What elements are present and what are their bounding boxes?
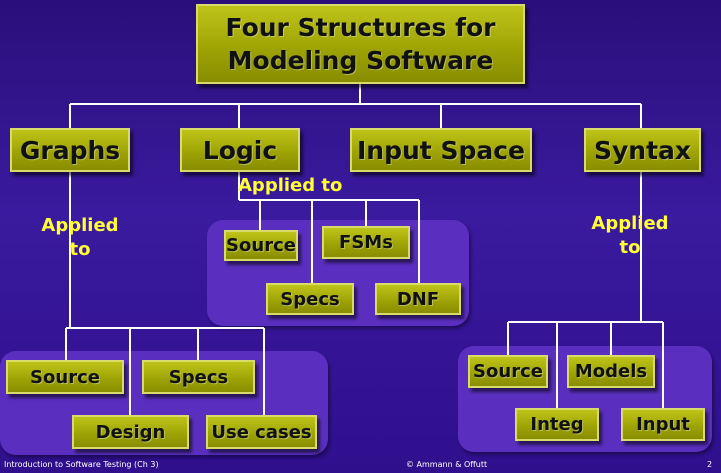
syntax-models-box: Models — [567, 355, 655, 388]
logic-source-box: Source — [224, 230, 298, 261]
syntax-integ-box: Integ — [515, 408, 599, 441]
page-number: 2 — [707, 460, 713, 469]
syntax-applied-line2: to — [619, 237, 641, 258]
logic-dnf-box: DNF — [375, 283, 461, 315]
logic-fsms-label: FSMs — [339, 232, 393, 253]
graphs-design-box: Design — [72, 415, 189, 449]
logic-specs-label: Specs — [280, 288, 340, 310]
syntax-label: Syntax — [593, 135, 692, 165]
graphs-applied-line1: Applied — [41, 215, 119, 236]
syntax-source-label: Source — [473, 361, 543, 382]
graphs-source-box: Source — [6, 360, 124, 394]
syntax-box: Syntax — [584, 128, 701, 172]
title-box: Four Structures for Modeling Software — [196, 4, 525, 84]
graphs-design-label: Design — [95, 421, 166, 443]
title-text: Four Structures for Modeling Software — [225, 13, 496, 75]
logic-fsms-box: FSMs — [322, 226, 410, 259]
graphs-specs-label: Specs — [168, 366, 229, 388]
syntax-integ-label: Integ — [530, 414, 584, 435]
logic-specs-box: Specs — [266, 283, 354, 315]
graphs-specs-box: Specs — [142, 360, 255, 394]
graphs-use-cases-box: Use cases — [206, 415, 317, 449]
graphs-use-cases-label: Use cases — [211, 421, 312, 443]
footer-left: Introduction to Software Testing (Ch 3) — [4, 460, 159, 469]
syntax-input-box: Input — [621, 408, 705, 441]
syntax-input-label: Input — [636, 414, 690, 435]
syntax-applied-line1: Applied — [591, 213, 669, 234]
graphs-label: Graphs — [19, 135, 121, 165]
footer-center: © Ammann & Offutt — [406, 460, 488, 469]
input-space-box: Input Space — [350, 128, 532, 172]
logic-applied-to: Applied to — [238, 174, 368, 198]
logic-label: Logic — [202, 135, 278, 165]
logic-applied-text: Applied to — [238, 175, 343, 196]
graphs-source-label: Source — [30, 366, 100, 388]
graphs-box: Graphs — [10, 128, 130, 172]
logic-dnf-label: DNF — [396, 288, 440, 310]
syntax-models-label: Models — [574, 361, 648, 382]
logic-box: Logic — [180, 128, 300, 172]
graphs-applied-to: Applied to — [34, 214, 126, 262]
input-space-label: Input Space — [357, 135, 525, 165]
logic-source-label: Source — [226, 235, 296, 256]
syntax-applied-to: Applied to — [584, 212, 676, 260]
graphs-applied-line2: to — [69, 239, 91, 260]
syntax-source-box: Source — [468, 355, 548, 388]
